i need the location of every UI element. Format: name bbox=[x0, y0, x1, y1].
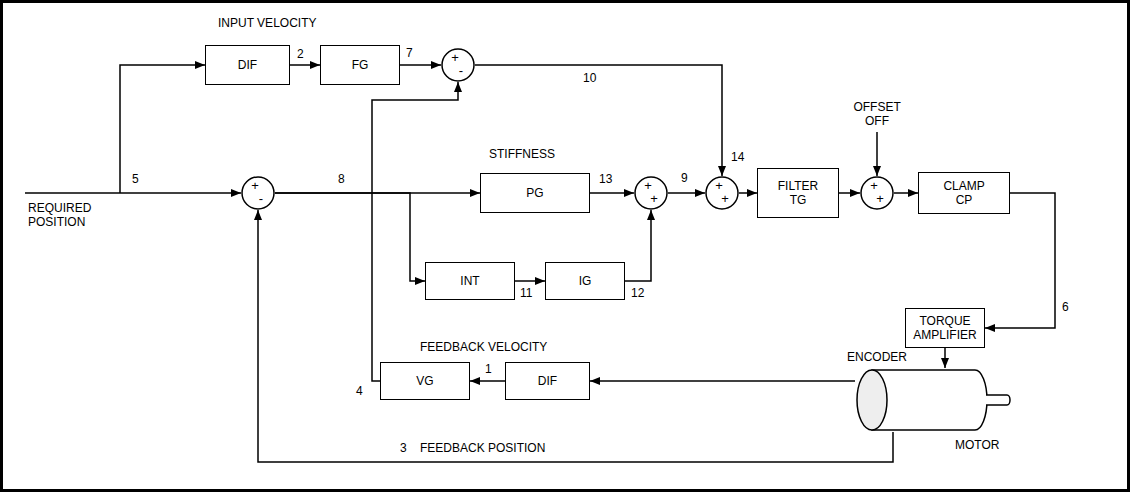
motor-shaft bbox=[986, 395, 1010, 405]
gain-box: VG bbox=[380, 362, 470, 400]
summing-junction: ++ bbox=[634, 176, 668, 210]
sign-symbol: + bbox=[857, 179, 891, 193]
box-label: FG bbox=[352, 58, 369, 72]
signal-connector bbox=[275, 193, 425, 281]
signal-connector bbox=[258, 210, 893, 462]
signal-number: 14 bbox=[731, 150, 744, 164]
box-label: PG bbox=[526, 186, 543, 200]
sign-symbol: + bbox=[438, 51, 472, 65]
signal-number: 7 bbox=[406, 46, 413, 60]
signal-number: 8 bbox=[338, 172, 345, 186]
signal-number: 1 bbox=[485, 362, 492, 376]
encoder-face bbox=[857, 370, 887, 430]
sign-symbol: - bbox=[444, 64, 478, 78]
motor-illustration: ENCODERMOTOR bbox=[855, 368, 1012, 432]
sign-symbol: + bbox=[702, 179, 736, 193]
box-label: INT bbox=[460, 274, 479, 288]
input-name: REQUIRED POSITION bbox=[28, 201, 91, 229]
input-name: OFFSET OFF bbox=[853, 100, 900, 128]
summing-junction: ++ bbox=[705, 176, 739, 210]
signal-connector bbox=[470, 380, 505, 382]
signal-connector bbox=[400, 64, 441, 66]
box-label: DIF bbox=[538, 374, 557, 388]
sign-symbol: - bbox=[244, 192, 278, 206]
summing-junction: +- bbox=[241, 176, 275, 210]
signal-number: 5 bbox=[132, 172, 139, 186]
box-heading: STIFFNESS bbox=[489, 147, 555, 161]
signal-number: 4 bbox=[356, 384, 363, 398]
gain-box: FG bbox=[320, 45, 400, 85]
signal-connector bbox=[475, 65, 722, 176]
section-heading: FEEDBACK VELOCITY bbox=[420, 340, 547, 354]
motor-drawing bbox=[855, 368, 1012, 432]
signal-number: 12 bbox=[631, 286, 644, 300]
signal-number: 10 bbox=[583, 71, 596, 85]
signal-connector bbox=[372, 82, 458, 381]
signal-connector bbox=[894, 192, 918, 194]
integrator-box: INT bbox=[425, 262, 515, 300]
signal-number: 3 bbox=[400, 441, 407, 455]
signal-number: 2 bbox=[297, 47, 304, 61]
box-label: IG bbox=[579, 274, 592, 288]
sign-symbol: + bbox=[637, 192, 671, 206]
differentiator-box: DIF bbox=[505, 362, 590, 400]
signal-connector bbox=[739, 192, 757, 194]
signal-connector bbox=[515, 280, 545, 282]
sign-symbol: + bbox=[708, 192, 742, 206]
signal-number: 13 bbox=[599, 172, 612, 186]
signal-number: 6 bbox=[1062, 300, 1069, 314]
clamp-box: CLAMP CP bbox=[918, 172, 1010, 214]
box-label: FILTER TG bbox=[778, 179, 818, 207]
summing-junction: ++ bbox=[860, 176, 894, 210]
gain-box: PGSTIFFNESS bbox=[480, 173, 590, 213]
amplifier-box: TORQUE AMPLIFIER bbox=[905, 308, 985, 348]
summing-junction: +- bbox=[441, 48, 475, 82]
box-heading: ENCODER bbox=[847, 350, 907, 364]
offset-wire bbox=[876, 132, 878, 176]
box-heading: MOTOR bbox=[955, 438, 999, 452]
box-label: TORQUE AMPLIFIER bbox=[913, 314, 976, 342]
signal-name: FEEDBACK POSITION bbox=[420, 441, 545, 455]
signal-connector bbox=[590, 380, 855, 382]
branch-wire bbox=[120, 65, 205, 193]
sign-symbol: + bbox=[631, 179, 665, 193]
motor-body bbox=[872, 370, 987, 430]
signal-connector bbox=[668, 192, 705, 194]
section-heading: INPUT VELOCITY bbox=[218, 16, 316, 30]
signal-number: 11 bbox=[520, 286, 532, 300]
signal-connector bbox=[839, 192, 860, 194]
box-label: DIF bbox=[238, 58, 257, 72]
signal-connector bbox=[944, 348, 946, 368]
signal-connector bbox=[290, 64, 320, 66]
box-label: VG bbox=[416, 374, 433, 388]
box-label: CLAMP CP bbox=[943, 179, 984, 207]
signal-connector bbox=[625, 210, 651, 281]
sign-symbol: + bbox=[238, 179, 272, 193]
gain-box: IG bbox=[545, 262, 625, 300]
differentiator-box: DIF bbox=[205, 45, 290, 85]
signal-connector bbox=[590, 192, 634, 194]
signal-number: 9 bbox=[681, 171, 688, 185]
sign-symbol: + bbox=[863, 192, 897, 206]
filter-box: FILTER TG bbox=[757, 168, 839, 218]
input-wire bbox=[25, 192, 241, 194]
